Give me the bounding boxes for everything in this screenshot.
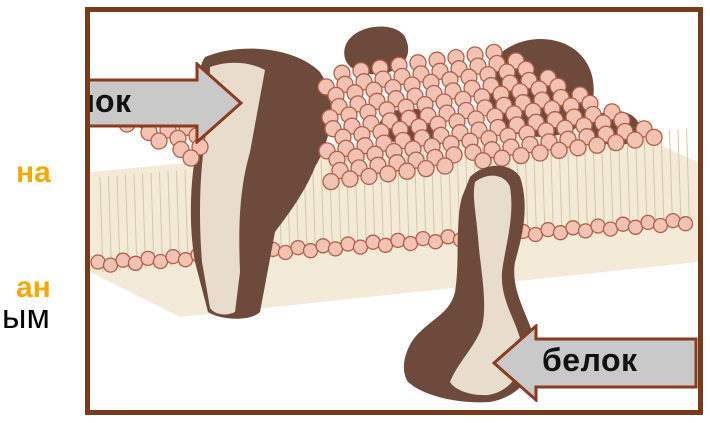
lipid-head xyxy=(418,161,434,177)
lipid-head xyxy=(316,239,330,253)
lipid-head xyxy=(391,233,405,247)
protein-label-bottom: белок xyxy=(492,324,698,402)
lipid-head xyxy=(441,230,455,244)
lipid-head xyxy=(323,174,339,190)
lipid-head xyxy=(494,150,510,166)
lipid-head xyxy=(627,132,643,148)
lipid-head xyxy=(166,250,180,264)
lipid-head xyxy=(341,237,355,251)
lipid-head xyxy=(679,217,693,231)
lipid-head xyxy=(183,150,199,166)
side-text-line-3: ым xyxy=(2,302,50,332)
lipid-head xyxy=(366,235,380,249)
lipid-head xyxy=(513,148,529,164)
protein-label-top: белок xyxy=(85,62,245,144)
lipid-head xyxy=(608,135,624,151)
membrane-figure-frame: белок белок xyxy=(85,7,703,415)
lipid-head xyxy=(437,158,453,174)
lipid-head xyxy=(570,140,586,156)
lipid-head xyxy=(532,145,548,161)
lipid-head xyxy=(591,219,605,233)
lipid-head xyxy=(361,168,377,184)
lipid-head xyxy=(641,215,655,229)
lipid-head xyxy=(666,214,680,228)
lipid-head xyxy=(291,241,305,255)
lipid-head xyxy=(342,171,358,187)
lipid-head xyxy=(646,129,662,145)
lipid-head xyxy=(566,221,580,235)
lipid-head xyxy=(116,253,130,267)
side-text-line-1: на xyxy=(16,158,51,188)
lipid-head xyxy=(416,232,430,246)
lipid-head xyxy=(91,255,105,269)
lipid-head xyxy=(616,217,630,231)
protein-label-top-text: белок xyxy=(85,83,132,120)
protein-label-bottom-text: белок xyxy=(542,342,638,379)
lipid-head xyxy=(589,137,605,153)
lipid-head xyxy=(380,166,396,182)
lipid-head xyxy=(541,223,555,237)
lipid-head xyxy=(551,142,567,158)
lipid-head xyxy=(399,163,415,179)
lipid-head xyxy=(475,153,491,169)
lipid-head xyxy=(141,251,155,265)
